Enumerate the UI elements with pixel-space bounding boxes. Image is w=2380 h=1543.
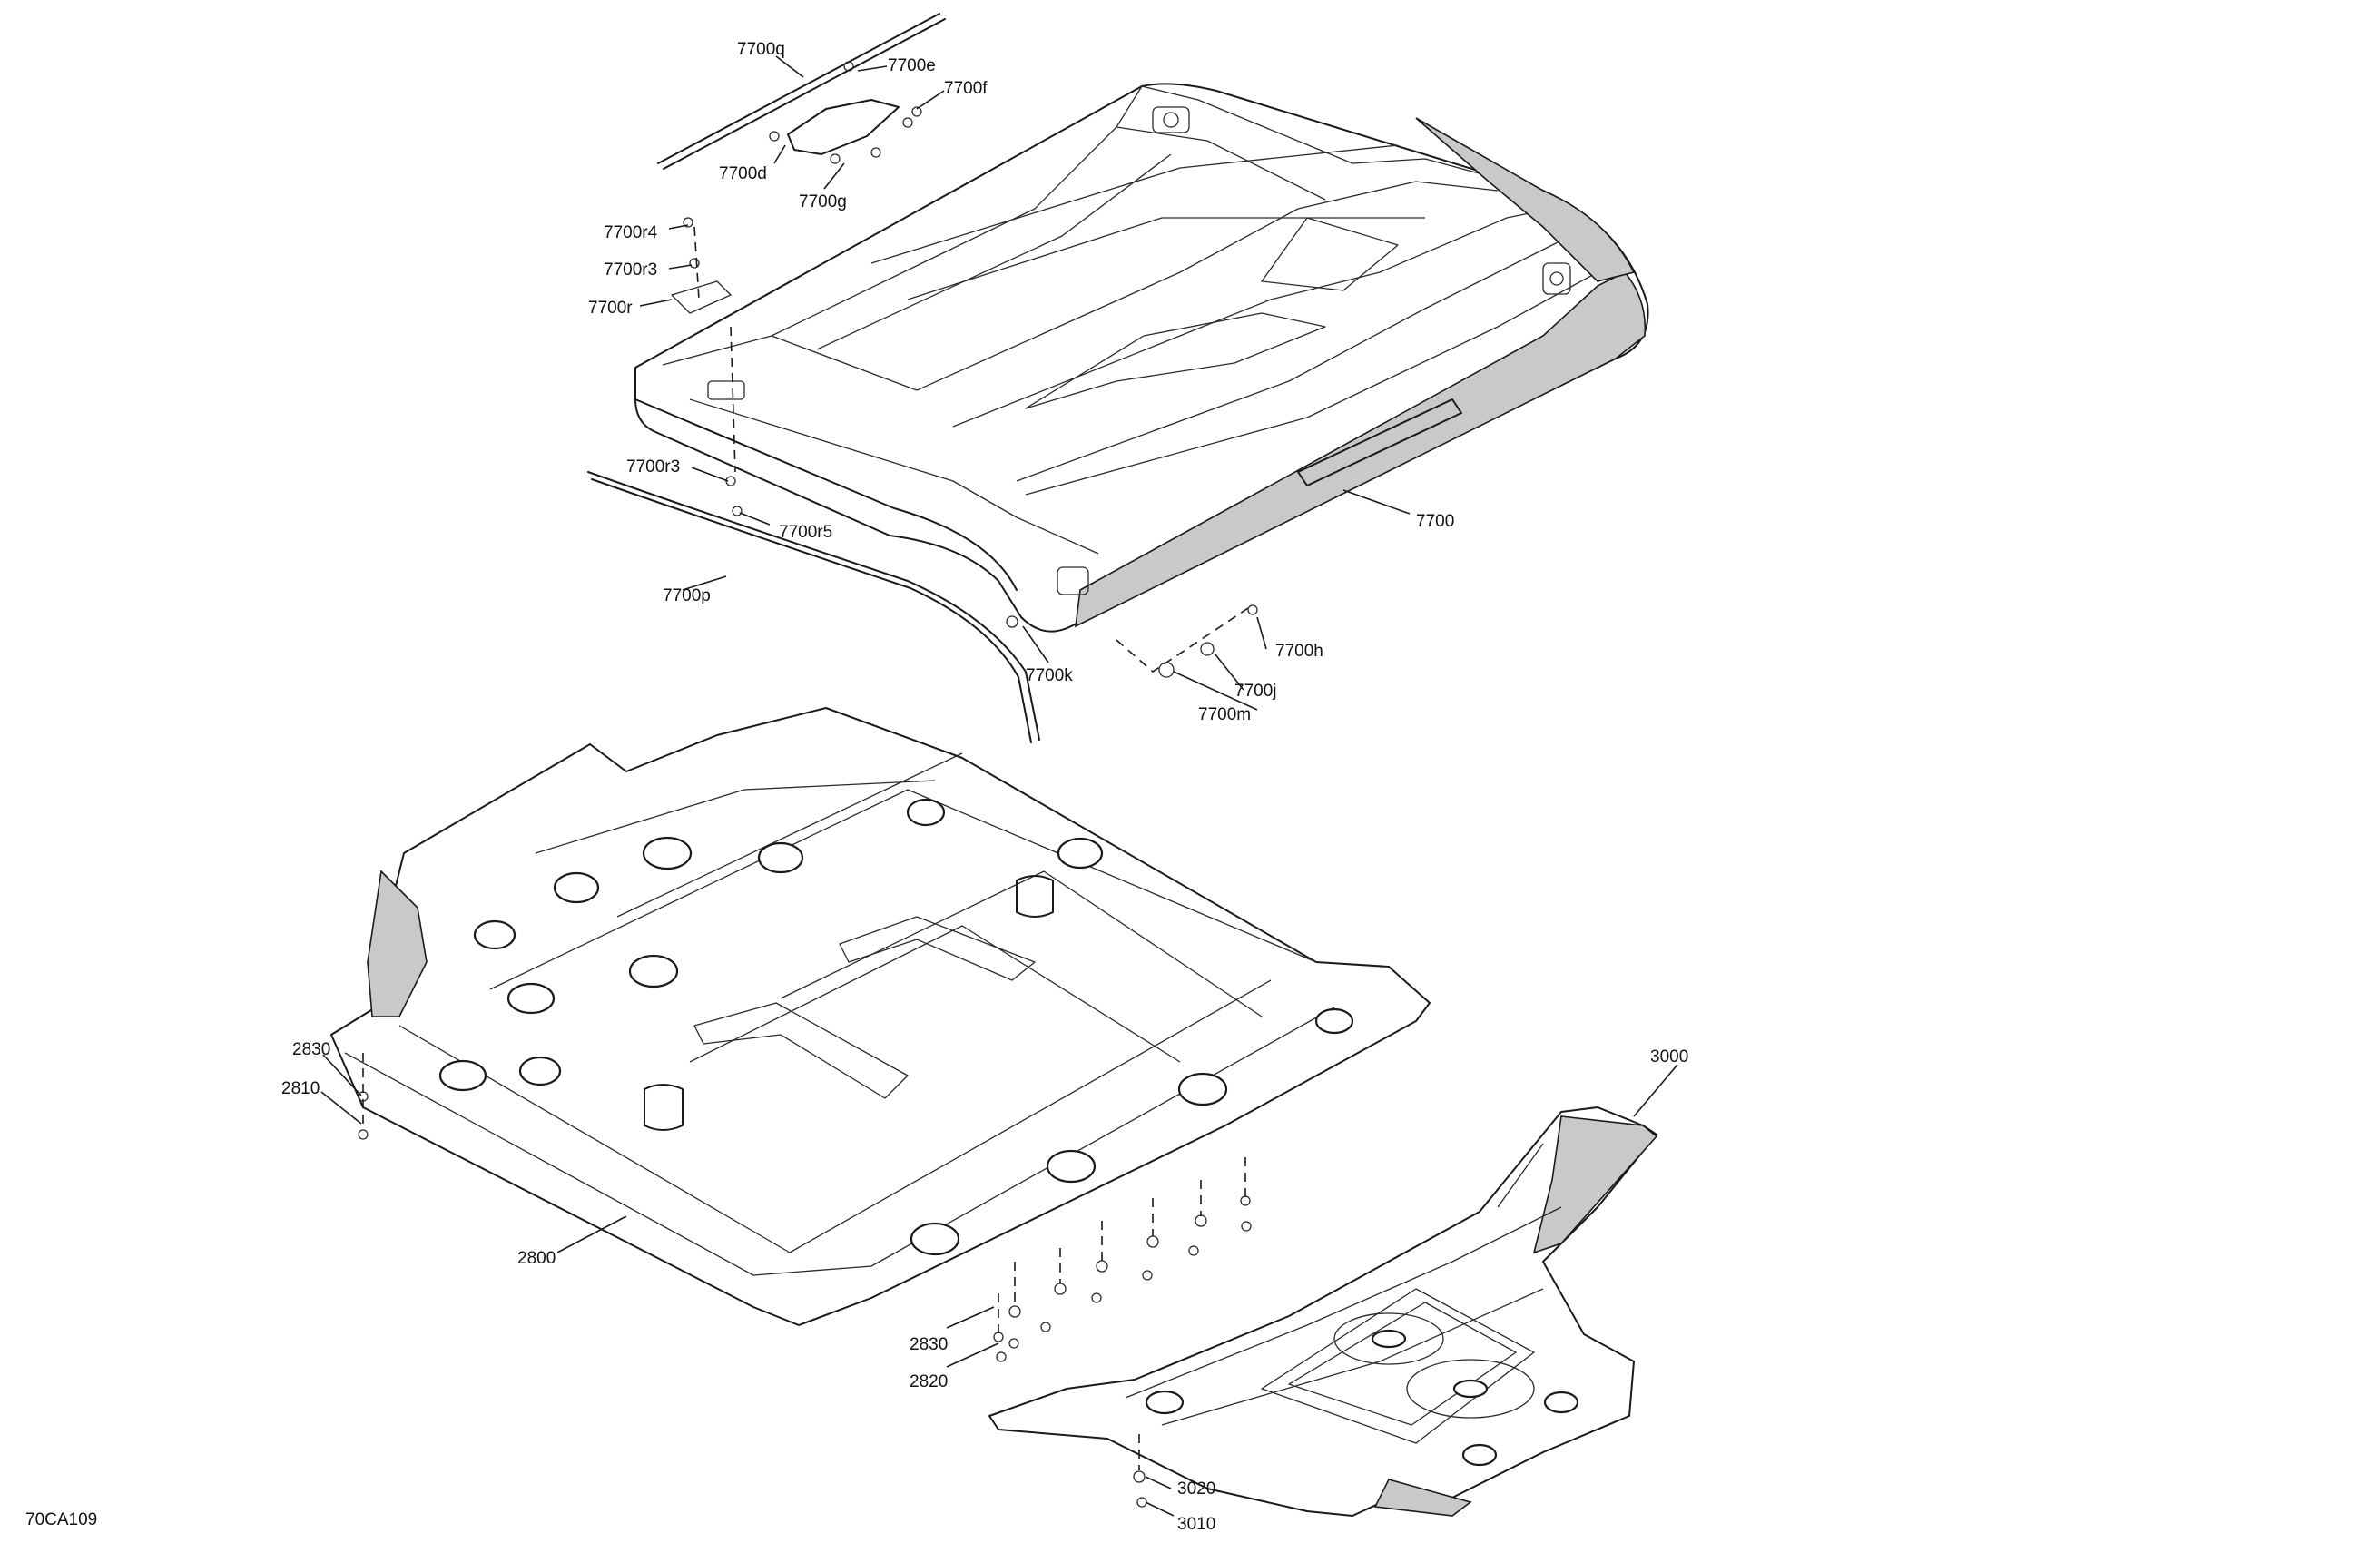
- callout-7700k: 7700k: [1026, 666, 1073, 685]
- skid-plate: [330, 707, 1431, 1362]
- callout-7700r4: 7700r4: [604, 223, 658, 242]
- callout-7700q: 7700q: [737, 40, 785, 59]
- rear-skid-plate: [988, 1106, 1658, 1517]
- leader-lines: [320, 55, 1678, 1517]
- roof-hardware: [671, 61, 1258, 678]
- callout-7700g: 7700g: [799, 192, 847, 211]
- callout-7700r3-bottom: 7700r3: [626, 457, 680, 477]
- callout-7700e: 7700e: [888, 56, 936, 75]
- callout-7700m: 7700m: [1198, 705, 1251, 724]
- callout-labels: 7700q 7700e 7700f 7700d 7700g 7700r4 770…: [281, 40, 1688, 1534]
- callout-7700r3-top: 7700r3: [604, 260, 657, 280]
- callout-3000: 3000: [1650, 1047, 1688, 1066]
- callout-7700p: 7700p: [663, 586, 711, 605]
- callout-7700r: 7700r: [588, 299, 633, 318]
- callout-7700d: 7700d: [719, 164, 767, 183]
- callout-7700h: 7700h: [1275, 642, 1323, 661]
- callout-2820: 2820: [910, 1372, 948, 1391]
- figure-id: 70CA109: [25, 1510, 97, 1529]
- roof-panel: [634, 83, 1649, 633]
- callout-7700j: 7700j: [1234, 682, 1277, 701]
- callout-7700: 7700: [1416, 512, 1454, 531]
- callout-2830-left: 2830: [292, 1040, 330, 1059]
- callout-2800: 2800: [517, 1249, 556, 1268]
- skid-bolts: [358, 1053, 1252, 1362]
- callout-7700f: 7700f: [944, 79, 988, 98]
- callout-7700r5: 7700r5: [779, 523, 832, 542]
- callout-2830-right: 2830: [910, 1335, 948, 1354]
- callout-3010: 3010: [1177, 1515, 1215, 1534]
- callout-2810: 2810: [281, 1079, 320, 1098]
- seal-strips: [587, 13, 1040, 743]
- callout-3020: 3020: [1177, 1479, 1215, 1499]
